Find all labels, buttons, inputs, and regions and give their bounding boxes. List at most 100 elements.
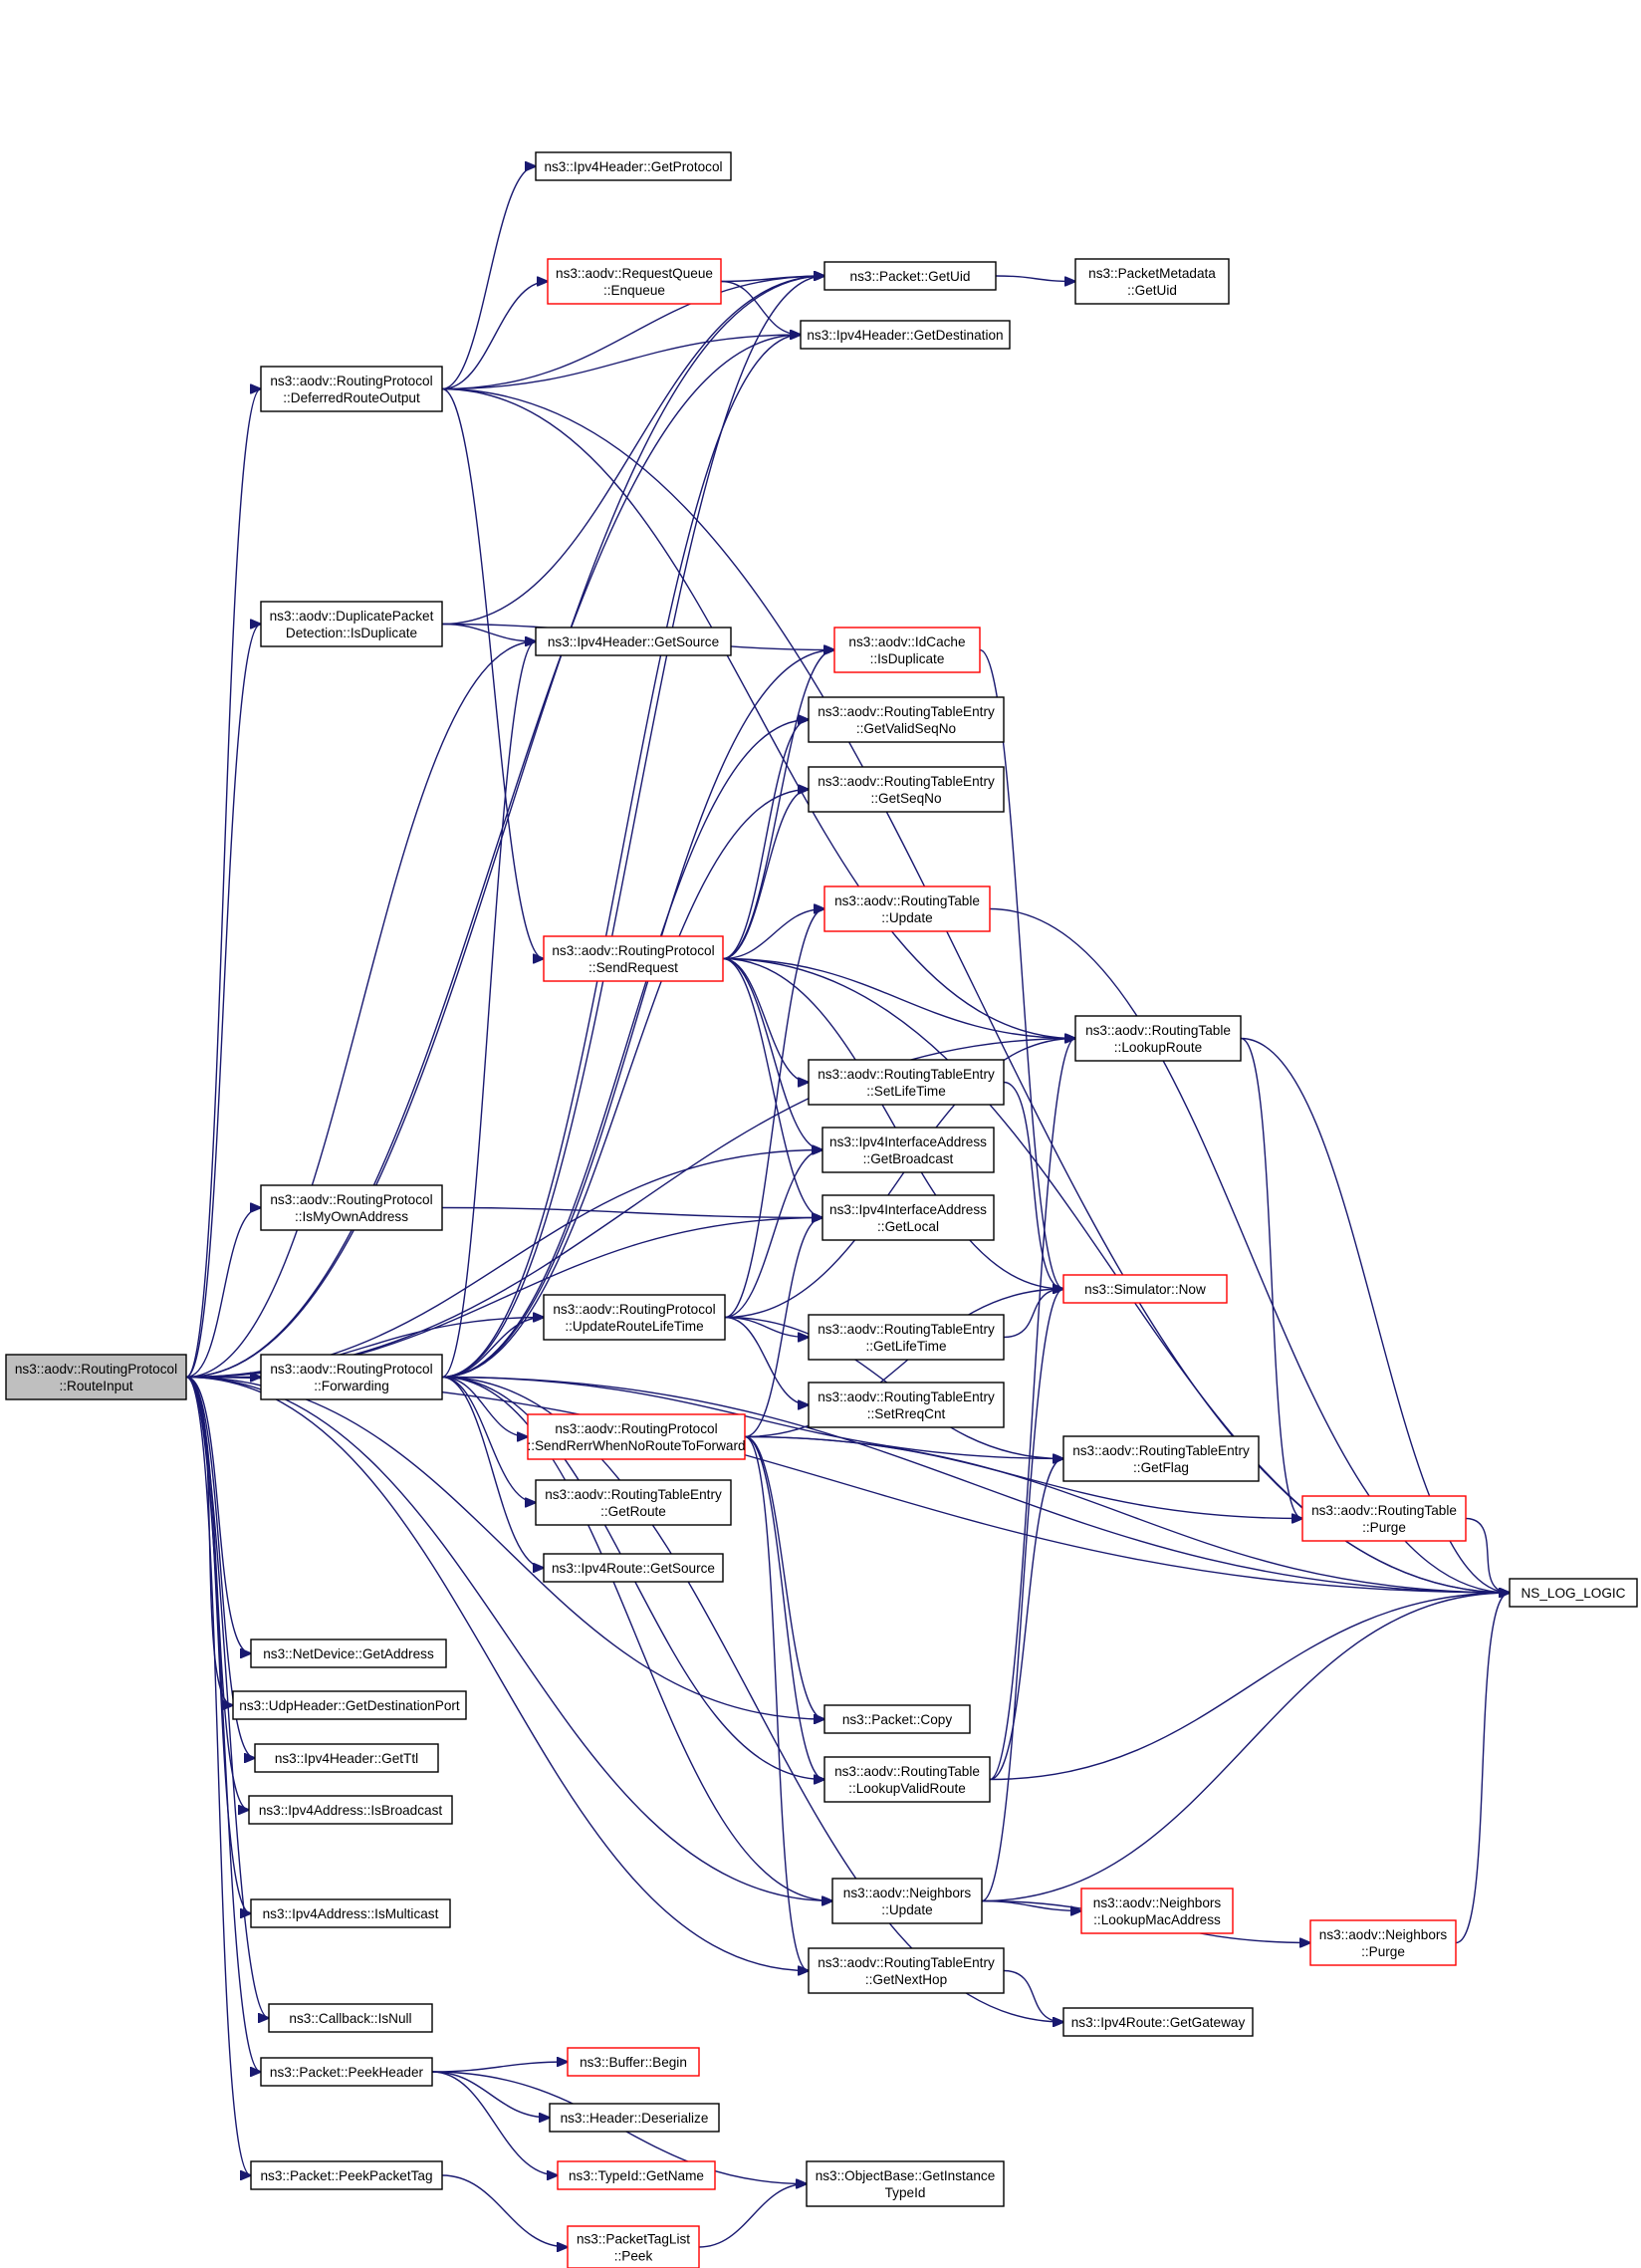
- node-box: [800, 320, 1011, 350]
- node-ipv4route_getgateway[interactable]: ns3::Ipv4Route::GetGateway: [1062, 2007, 1254, 2037]
- node-rte_setrreqcnt[interactable]: ns3::aodv::RoutingTableEntry::SetRreqCnt: [808, 1382, 1005, 1428]
- node-ipv4addr_ismcast[interactable]: ns3::Ipv4Address::IsMulticast: [250, 1898, 451, 1928]
- node-pkt_copy[interactable]: ns3::Packet::Copy: [823, 1704, 971, 1734]
- call-edge-rte_setlifetime-to-simulator_now: [1003, 1081, 1063, 1290]
- call-edge-rt_lookuproute-to-rt_purge: [1240, 1037, 1302, 1519]
- call-edge-forwarding-to-rte_getroute: [441, 1376, 536, 1503]
- node-label: ::GetLocal: [877, 1219, 939, 1234]
- call-edge-packettaglist_peek-to-objectbase_getinstancetypeid: [698, 2184, 807, 2248]
- node-forwarding[interactable]: ns3::aodv::RoutingProtocol::Forwarding: [260, 1354, 443, 1400]
- node-deferred[interactable]: ns3::aodv::RoutingProtocol::DeferredRout…: [260, 366, 443, 412]
- node-box: [1062, 1274, 1228, 1304]
- node-ipv4ifaddr_getbcast[interactable]: ns3::Ipv4InterfaceAddress::GetBroadcast: [821, 1127, 995, 1173]
- node-netdev_getaddr[interactable]: ns3::NetDevice::GetAddress: [250, 1638, 447, 1668]
- node-label: ::SetRreqCnt: [867, 1406, 946, 1421]
- call-edge-deferred-to-pkt_getuid: [441, 276, 824, 390]
- node-label: ns3::Ipv4InterfaceAddress: [829, 1202, 987, 1217]
- call-edge-sendrequest-to-rte_getseqno: [722, 790, 809, 960]
- node-ipv4route_getsource[interactable]: ns3::Ipv4Route::GetSource: [543, 1553, 724, 1583]
- node-label: ::GetNextHop: [865, 1972, 947, 1987]
- node-label: ns3::aodv::RoutingTable: [1311, 1503, 1457, 1518]
- call-edge-routeinput-to-callback_isnull: [185, 1376, 269, 2019]
- call-edge-neighbors_purge-to-ns_log_logic: [1455, 1593, 1510, 1944]
- node-neighbors_purge[interactable]: ns3::aodv::Neighbors::Purge: [1309, 1919, 1457, 1966]
- node-rte_setlifetime[interactable]: ns3::aodv::RoutingTableEntry::SetLifeTim…: [808, 1059, 1005, 1106]
- node-routeinput[interactable]: ns3::aodv::RoutingProtocol::RouteInput: [5, 1354, 187, 1400]
- node-label: ns3::Ipv4Route::GetGateway: [1071, 2015, 1246, 2030]
- node-label: ns3::aodv::RoutingTableEntry: [818, 774, 995, 789]
- node-label: ns3::Packet::PeekHeader: [270, 2065, 424, 2080]
- node-label: TypeId: [885, 2185, 926, 2200]
- call-edge-routeinput-to-ipv4hdr_getsource: [185, 641, 536, 1379]
- node-label: ::DeferredRouteOutput: [283, 390, 420, 405]
- node-updateroutelifetime[interactable]: ns3::aodv::RoutingProtocol::UpdateRouteL…: [543, 1294, 726, 1341]
- node-ns_log_logic[interactable]: NS_LOG_LOGIC: [1509, 1578, 1638, 1608]
- node-buffer_begin[interactable]: ns3::Buffer::Begin: [567, 2047, 700, 2077]
- node-neighbors_lookupmac[interactable]: ns3::aodv::Neighbors::LookupMacAddress: [1080, 1888, 1234, 1934]
- call-edge-sendrerr-to-rt_lookupvalidroute: [744, 1435, 824, 1780]
- node-packettaglist_peek[interactable]: ns3::PacketTagList::Peek: [567, 2225, 700, 2268]
- node-rt_update[interactable]: ns3::aodv::RoutingTable::Update: [823, 885, 991, 932]
- node-sendrerr[interactable]: ns3::aodv::RoutingProtocol::SendRerrWhen…: [527, 1413, 746, 1460]
- node-label: ::LookupMacAddress: [1093, 1912, 1221, 1927]
- call-edge-rt_purge-to-ns_log_logic: [1465, 1517, 1510, 1594]
- node-neighbors_update[interactable]: ns3::aodv::Neighbors::Update: [831, 1878, 983, 1924]
- node-box: [808, 1059, 1005, 1106]
- node-rte_getseqno[interactable]: ns3::aodv::RoutingTableEntry::GetSeqNo: [808, 766, 1005, 813]
- node-label: ns3::aodv::RoutingTableEntry: [818, 1955, 995, 1970]
- node-rte_getvalidseqno[interactable]: ns3::aodv::RoutingTableEntry::GetValidSe…: [808, 696, 1005, 743]
- node-pkt_peekpackettag[interactable]: ns3::Packet::PeekPacketTag: [250, 2160, 443, 2190]
- node-rte_getroute[interactable]: ns3::aodv::RoutingTableEntry::GetRoute: [535, 1479, 732, 1526]
- node-rt_lookupvalidroute[interactable]: ns3::aodv::RoutingTable::LookupValidRout…: [823, 1756, 991, 1803]
- node-label: ::GetBroadcast: [863, 1151, 954, 1166]
- node-idcache_isdup[interactable]: ns3::aodv::IdCache::IsDuplicate: [833, 627, 981, 673]
- node-ipv4hdr_getdest[interactable]: ns3::Ipv4Header::GetDestination: [800, 320, 1011, 350]
- node-ipv4hdr_getttl[interactable]: ns3::Ipv4Header::GetTtl: [254, 1743, 439, 1773]
- node-label: ns3::Packet::GetUid: [850, 269, 971, 284]
- node-pkt_peekheader[interactable]: ns3::Packet::PeekHeader: [260, 2057, 433, 2087]
- node-box: [821, 1127, 995, 1173]
- node-label: ::GetValidSeqNo: [856, 721, 956, 736]
- call-edge-neighbors_update-to-ns_log_logic: [981, 1593, 1510, 1902]
- node-ismyown[interactable]: ns3::aodv::RoutingProtocol::IsMyOwnAddre…: [260, 1184, 443, 1231]
- node-box: [823, 885, 991, 932]
- node-pktmeta_getuid[interactable]: ns3::PacketMetadata::GetUid: [1074, 258, 1230, 305]
- node-pkt_getuid[interactable]: ns3::Packet::GetUid: [823, 261, 997, 291]
- node-rte_getlifetime[interactable]: ns3::aodv::RoutingTableEntry::GetLifeTim…: [808, 1314, 1005, 1361]
- node-label: ns3::aodv::IdCache: [848, 634, 965, 649]
- node-header_deserialize[interactable]: ns3::Header::Deserialize: [549, 2103, 720, 2133]
- call-edge-sendrerr-to-rt_purge: [744, 1435, 1302, 1519]
- node-simulator_now[interactable]: ns3::Simulator::Now: [1062, 1274, 1228, 1304]
- call-edge-forwarding-to-ipv4route_getgateway: [441, 1376, 1063, 2023]
- node-rte_getnexthop[interactable]: ns3::aodv::RoutingTableEntry::GetNextHop: [808, 1947, 1005, 1994]
- call-edge-routeinput-to-ipv4ifaddr_getlocal: [185, 1218, 822, 1379]
- node-label: ns3::aodv::RoutingTable: [834, 1764, 980, 1779]
- node-label: ns3::Ipv4Header::GetTtl: [275, 1751, 418, 1766]
- call-edge-sendrequest-to-simulator_now: [722, 957, 1063, 1290]
- call-edge-forwarding-to-ipv4route_getsource: [441, 1376, 544, 1569]
- node-rt_purge[interactable]: ns3::aodv::RoutingTable::Purge: [1301, 1495, 1467, 1542]
- node-ipv4hdr_getsource[interactable]: ns3::Ipv4Header::GetSource: [535, 627, 732, 656]
- node-label: ::Update: [881, 910, 932, 925]
- call-edge-routeinput-to-deferred: [185, 389, 261, 1379]
- node-box: [535, 1479, 732, 1526]
- node-label: ::LookupRoute: [1114, 1040, 1202, 1055]
- node-rte_getflag[interactable]: ns3::aodv::RoutingTableEntry::GetFlag: [1062, 1435, 1260, 1482]
- node-dupdetect[interactable]: ns3::aodv::DuplicatePacketDetection::IsD…: [260, 601, 443, 647]
- node-label: ::GetSeqNo: [870, 791, 941, 806]
- node-sendrequest[interactable]: ns3::aodv::RoutingProtocol::SendRequest: [543, 935, 724, 982]
- call-edge-forwarding-to-ipv4hdr_getsource: [441, 641, 536, 1379]
- node-ipv4ifaddr_getlocal[interactable]: ns3::Ipv4InterfaceAddress::GetLocal: [821, 1194, 995, 1241]
- node-udp_getdstport[interactable]: ns3::UdpHeader::GetDestinationPort: [232, 1690, 467, 1720]
- node-label: ns3::Ipv4Header::GetSource: [548, 634, 719, 649]
- call-edge-deferred-to-rt_lookuproute: [441, 387, 1075, 1039]
- node-label: ::IsDuplicate: [870, 651, 945, 666]
- node-label: ::RouteInput: [59, 1379, 132, 1393]
- node-rt_lookuproute[interactable]: ns3::aodv::RoutingTable::LookupRoute: [1074, 1015, 1242, 1062]
- node-ipv4addr_isbcast[interactable]: ns3::Ipv4Address::IsBroadcast: [248, 1795, 453, 1825]
- node-reqqueue_enqueue[interactable]: ns3::aodv::RequestQueue::Enqueue: [547, 258, 722, 305]
- node-callback_isnull[interactable]: ns3::Callback::IsNull: [268, 2003, 433, 2033]
- node-typeid_getname[interactable]: ns3::TypeId::GetName: [557, 2160, 716, 2190]
- node-ipv4hdr_getprotocol[interactable]: ns3::Ipv4Header::GetProtocol: [535, 151, 732, 181]
